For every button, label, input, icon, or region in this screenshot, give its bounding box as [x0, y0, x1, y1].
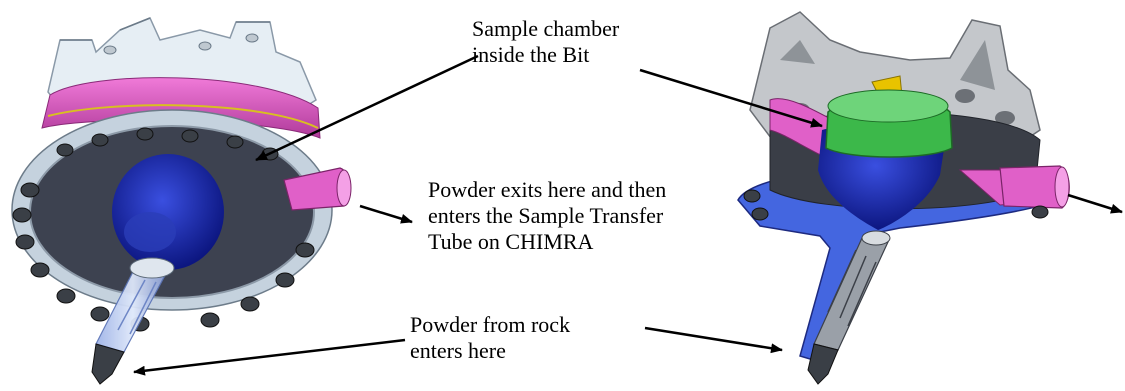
left-blue-cone [112, 154, 224, 270]
right-bit-tip [807, 343, 839, 385]
callout-sample-chamber-line1: Sample chamber [472, 16, 620, 41]
callout-powder-entry-line1: Powder from rock [410, 312, 571, 337]
arrow-chamber-left [255, 54, 479, 162]
right-bit-assembly [737, 11, 1070, 385]
arrow-exit-right [1067, 193, 1123, 214]
arrow-exit-left [359, 204, 413, 224]
left-bit-tip [91, 343, 125, 385]
left-bit-assembly [11, 17, 352, 385]
callout-powder-exit: Powder exits here and then enters the Sa… [428, 177, 666, 255]
arrow-entry-right [644, 326, 783, 354]
callout-sample-chamber: Sample chamber inside the Bit [472, 16, 619, 68]
callout-sample-chamber-line2: inside the Bit [472, 42, 590, 67]
arrow-chamber-right [639, 68, 823, 128]
callout-powder-entry-line2: enters here [410, 338, 506, 363]
callout-arrows [133, 54, 1123, 376]
callout-powder-exit-line2: enters the Sample Transfer [428, 203, 664, 228]
arrow-entry-left [133, 338, 406, 376]
left-bolts [12, 127, 315, 332]
callout-powder-exit-line1: Powder exits here and then [428, 177, 667, 202]
callout-powder-exit-line3: Tube on CHIMRA [428, 229, 594, 254]
callout-powder-entry: Powder from rock enters here [410, 312, 570, 364]
